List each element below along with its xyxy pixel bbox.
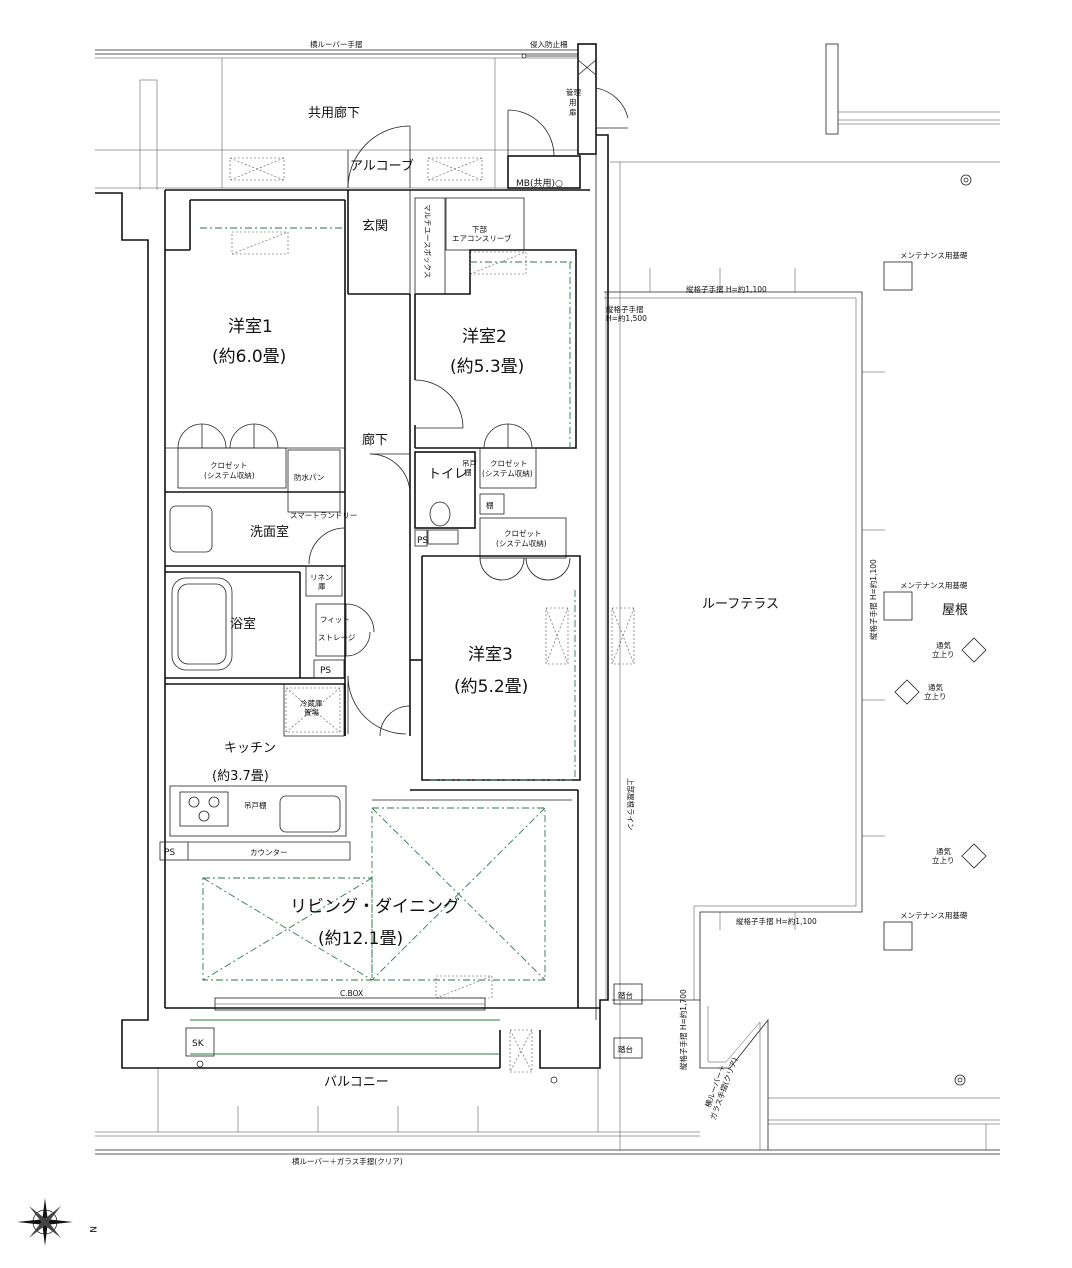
closet2-sub: (システム収納): [482, 468, 533, 478]
balcony-railing: [95, 1068, 1000, 1155]
kitchen-sink: [279, 795, 341, 833]
ps-label-1: PS: [320, 666, 331, 676]
ps-label-2: PS: [417, 536, 428, 546]
cbox-label: C.BOX: [340, 989, 363, 998]
common-corridor-label: 共用廊下: [308, 105, 360, 121]
c-box: [190, 997, 500, 1055]
smart-laundry-label: スマートランドリー: [290, 511, 357, 520]
step1-label: 踏台: [618, 990, 633, 1000]
aircon-sleeve-label: 下部エアコンスリーブ: [452, 224, 512, 243]
hanging-shelf2-label: 吊戸棚: [244, 800, 267, 810]
glass-rail-v-label: 横ルーバー＋ガラス手摺(クリア): [699, 1053, 739, 1121]
western3-size: (約5.2畳): [454, 677, 528, 697]
intrusion-fence-label: 侵入防止柵: [530, 39, 568, 49]
washroom-label: 洗面室: [250, 524, 289, 540]
maint2-label: メンテナンス用基礎: [900, 580, 968, 590]
mb-box: [507, 109, 581, 189]
closet2-label: クロゼット: [490, 458, 528, 468]
service-door-label: 管理用扉: [566, 87, 581, 117]
vent1-label: 通気立上り: [932, 640, 955, 659]
counter-label: カウンター: [250, 848, 288, 857]
hanging-shelf1-label: 吊戸棚: [462, 459, 477, 477]
north-label: N: [87, 1226, 97, 1233]
western1-label: 洋室1: [228, 317, 273, 337]
north-compass-icon: [17, 1198, 73, 1246]
top-rail-label: 横ルーバー手摺: [310, 39, 362, 49]
intrusion-fence: [521, 43, 597, 155]
bathroom-label: 浴室: [230, 616, 256, 632]
drains: [550, 174, 972, 1086]
kitchen-size: (約3.7畳): [212, 769, 269, 784]
linen-label: リネン庫: [310, 573, 333, 591]
lower-right-roof: [699, 1000, 1000, 1150]
closet1-sub: (システム収納): [204, 470, 255, 480]
maint3-label: メンテナンス用基礎: [900, 910, 968, 920]
roof-terrace-label: ルーフテラス: [702, 597, 779, 612]
bottom-rail-label: 横ルーバー＋ガラス手摺(クリア): [292, 1156, 403, 1166]
closet1-label: クロゼット: [210, 460, 248, 470]
hallway-label: 廊下: [362, 432, 388, 448]
closet3-sub: (システム収納): [496, 538, 547, 548]
roof-line-label: 上部屋根ライン: [626, 778, 636, 831]
outdoor-units-top: [229, 157, 483, 181]
kitchen-label: キッチン: [224, 741, 276, 756]
maint1-label: メンテナンス用基礎: [900, 250, 968, 260]
living-label: リビング・ダイニング: [290, 897, 460, 917]
multi-box-label: マルチユースボックス: [423, 204, 432, 278]
washbasin: [169, 505, 213, 553]
vent2-label: 通気立上り: [924, 682, 947, 701]
vents: [894, 637, 987, 869]
upper-right-railing: [610, 43, 1000, 163]
fridge-label: 冷蔵庫置場: [300, 698, 323, 717]
roof-terrace-outline: [604, 162, 885, 1150]
rail-h1100-top-label: 縦格子手摺 H=約1,100: [686, 284, 767, 294]
stove: [179, 791, 229, 827]
step2-label: 踏台: [618, 1044, 633, 1054]
western3-label: 洋室3: [468, 645, 513, 665]
interior-doors[interactable]: [177, 300, 571, 737]
steps: [613, 983, 643, 1059]
ceiling-lines: [200, 227, 576, 981]
hallway-walls: [344, 294, 411, 736]
bathtub: [171, 577, 233, 671]
rail-h1100-bottom-label: 縦格子手摺 H=約1,100: [736, 916, 817, 926]
western1-size: (約6.0畳): [212, 347, 286, 367]
western2-size: (約5.3畳): [450, 357, 524, 377]
alcove-label: アルコーブ: [350, 158, 414, 174]
vent3-label: 通気立上り: [932, 846, 955, 865]
waterproof-pan-label: 防水パン: [294, 472, 324, 482]
entrance-label: 玄関: [362, 219, 388, 234]
roof-label: 屋根: [942, 603, 968, 618]
exterior-walls: [95, 134, 609, 1069]
toilet-bowl: [427, 501, 459, 545]
shelf-label: 棚: [486, 500, 494, 510]
western2-label: 洋室2: [462, 327, 507, 347]
toilet-label: トイレ: [428, 467, 467, 482]
maintenance-foundations: [883, 261, 913, 951]
closet3-label: クロゼット: [504, 528, 542, 538]
mb-label: MB(共用)○: [516, 178, 563, 189]
interior-walls: [159, 190, 581, 1068]
rail-h1700-label: 縦格子手摺 H=約1,700: [678, 989, 688, 1070]
fit-storage-label: フィットストレージ: [318, 615, 356, 642]
rail-h1100-right-label: 縦格子手摺 H=約1,100: [868, 559, 878, 640]
entrance-door[interactable]: [347, 125, 411, 189]
ceiling-units: [231, 231, 635, 1073]
living-size: (約12.1畳): [318, 929, 403, 949]
top-railing: [95, 49, 578, 190]
balcony-label: バルコニー: [324, 1075, 389, 1090]
sk-label: SK: [192, 1039, 205, 1049]
ps-label-3: PS: [164, 848, 175, 858]
service-door[interactable]: [595, 87, 629, 129]
